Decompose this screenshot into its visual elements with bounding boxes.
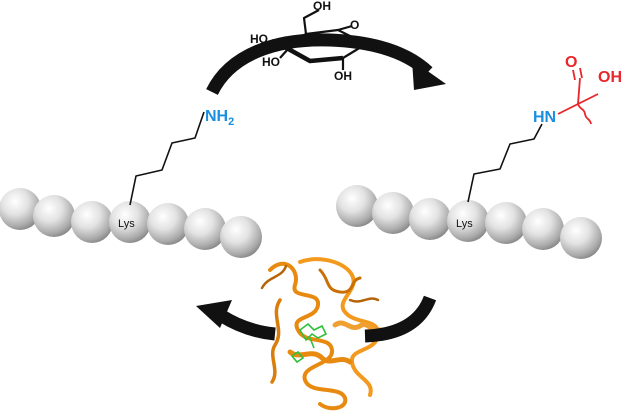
right-bead-chain: Lys [336,185,602,259]
bead [409,198,451,240]
bead [147,203,189,245]
bead [71,201,113,243]
bead [336,185,378,227]
bead [485,202,527,244]
bead [0,188,41,230]
bead [447,200,489,242]
acid-oh: OH [598,69,622,86]
glucose-molecule: OH HO HO O OH OH [250,0,398,83]
sugar-oh-bottom: OH [334,69,352,83]
right-lys-label: Lys [456,218,473,230]
right-lysine-side-chain: HN O OH [467,54,622,203]
bead [33,195,75,237]
bead [184,208,226,250]
enzyme-protein-ribbon-icon [260,257,383,411]
bottom-curved-arrow-icon [196,295,437,343]
bead [372,192,414,234]
bead [522,208,564,250]
top-curved-arrow-icon [206,33,446,96]
right-amine-label: HN [533,109,556,126]
bead [220,216,262,258]
bead [109,201,151,243]
left-amine-label: NH2 [205,108,234,128]
left-lys-label: Lys [118,218,135,230]
sugar-ring-o: O [350,18,359,32]
sugar-ho-lower-left: HO [262,55,280,69]
left-lysine-side-chain: NH2 [129,108,234,206]
sugar-oh-right: OH [380,43,398,57]
acid-oxygen: O [565,54,577,71]
bead [560,217,602,259]
sugar-ho-upper-left: HO [250,32,268,46]
left-bead-chain: Lys [0,188,262,258]
sugar-oh-top: OH [313,0,331,13]
